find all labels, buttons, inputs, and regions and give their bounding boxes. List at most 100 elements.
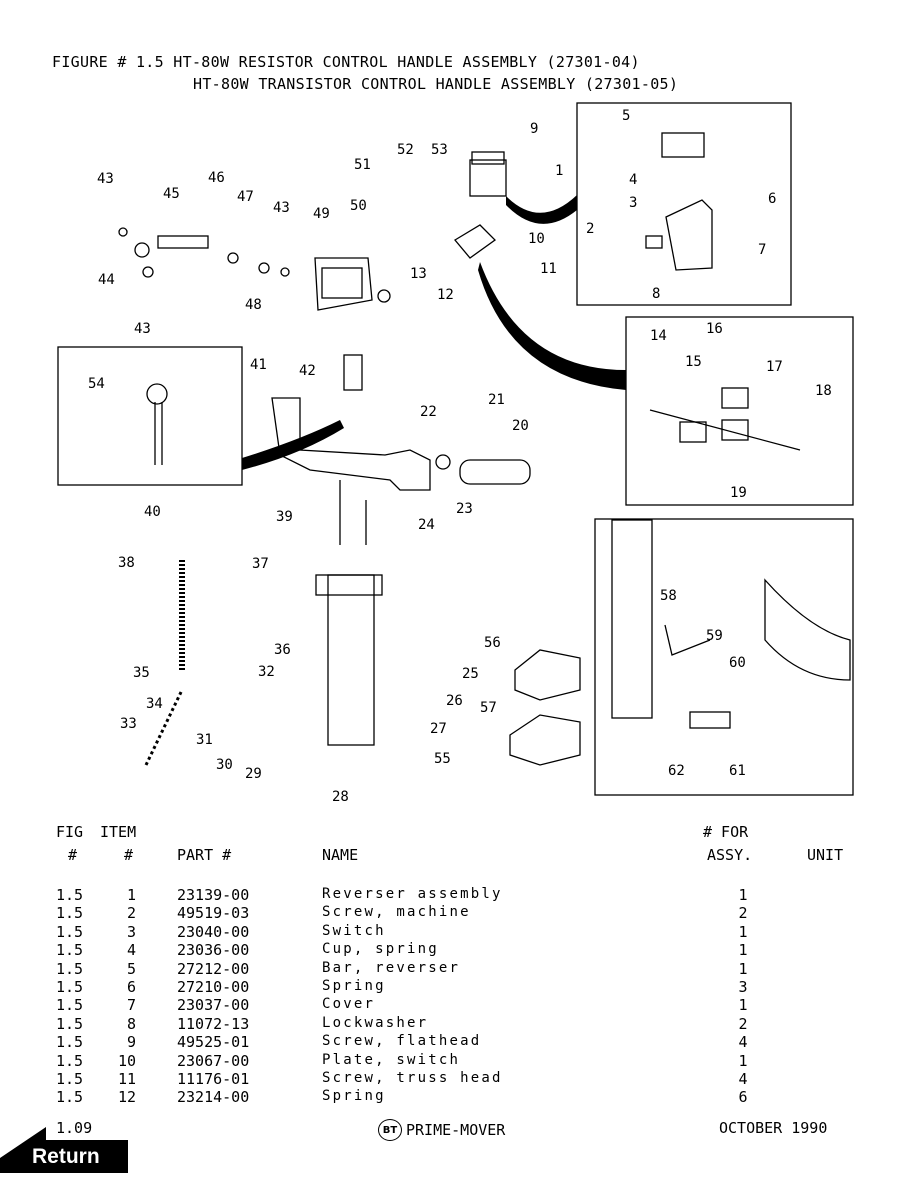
cell-fig: 1.5 <box>56 1088 84 1107</box>
callout: 31 <box>196 732 213 748</box>
callout: 30 <box>216 757 233 773</box>
callout: 43 <box>134 321 151 337</box>
callout: 44 <box>98 272 115 288</box>
callout: 1 <box>555 163 563 179</box>
exploded-parts-diagram: 1 2 3 4 5 6 7 8 9 10 11 12 13 14 15 16 1… <box>57 102 854 805</box>
cell-name: Cup, spring <box>322 941 439 958</box>
cell-fig: 1.5 <box>56 978 84 996</box>
cell-part-number: 49525-01 <box>177 1033 250 1052</box>
callout: 41 <box>250 357 267 373</box>
callout: 2 <box>586 221 594 237</box>
cell-item: 7 <box>126 996 136 1015</box>
callout: 27 <box>430 721 447 737</box>
callout: 14 <box>650 328 667 344</box>
cell-fig: 1.5 <box>56 996 84 1015</box>
inset-box-pot <box>57 346 243 486</box>
col-header-fig-top: FIG <box>56 823 84 841</box>
col-header-item: # <box>124 846 134 864</box>
callout: 7 <box>758 242 766 258</box>
callout: 59 <box>706 628 723 644</box>
cell-qty: 3 <box>738 978 748 996</box>
callout: 25 <box>462 666 479 682</box>
callout: 57 <box>480 700 497 716</box>
cell-item: 11 <box>117 1070 136 1088</box>
cell-part-number: 27212-00 <box>177 959 250 978</box>
callout: 42 <box>299 363 316 379</box>
callout: 8 <box>652 286 660 302</box>
cell-item: 5 <box>126 959 136 978</box>
callout: 36 <box>274 642 291 658</box>
callout: 51 <box>354 157 371 173</box>
callout: 53 <box>431 142 448 158</box>
callout: 43 <box>97 171 114 187</box>
callout: 16 <box>706 321 723 337</box>
cell-fig: 1.5 <box>56 922 84 941</box>
cell-fig: 1.5 <box>56 941 84 960</box>
callout: 28 <box>332 789 349 805</box>
cell-name: Lockwasher <box>322 1014 429 1031</box>
cell-qty: 4 <box>738 1070 748 1088</box>
cell-name: Screw, truss head <box>322 1070 503 1086</box>
page-number: 1.09 <box>56 1119 93 1137</box>
callout: 55 <box>434 751 451 767</box>
callout: 49 <box>313 206 330 222</box>
callout: 3 <box>629 195 637 211</box>
cell-name: Screw, flathead <box>322 1033 482 1050</box>
callout: 54 <box>88 376 105 392</box>
callout: 34 <box>146 696 163 712</box>
cell-fig: 1.5 <box>56 886 84 904</box>
cell-item: 9 <box>126 1033 136 1052</box>
callout: 9 <box>530 121 538 137</box>
callout: 58 <box>660 588 677 604</box>
callout: 40 <box>144 504 161 520</box>
cell-qty: 6 <box>738 1088 748 1107</box>
return-button[interactable]: Return <box>0 1127 128 1173</box>
cell-name: Bar, reverser <box>322 959 461 976</box>
callout: 26 <box>446 693 463 709</box>
cell-name: Spring <box>322 1088 386 1105</box>
callout: 15 <box>685 354 702 370</box>
cell-qty: 1 <box>738 886 748 904</box>
figure-title-line1: FIGURE # 1.5 HT-80W RESISTOR CONTROL HAN… <box>52 53 640 71</box>
callout: 48 <box>245 297 262 313</box>
cell-item: 12 <box>117 1088 136 1107</box>
callout: 46 <box>208 170 225 186</box>
callout: 47 <box>237 189 254 205</box>
cell-part-number: 11176-01 <box>177 1070 250 1088</box>
cell-qty: 1 <box>738 959 748 978</box>
col-header-part: PART # <box>177 846 232 864</box>
return-button-label: Return <box>32 1145 100 1168</box>
cell-name: Switch <box>322 922 386 939</box>
callout: 17 <box>766 359 783 375</box>
cell-fig: 1.5 <box>56 1051 84 1070</box>
cell-qty: 1 <box>738 922 748 941</box>
cell-part-number: 23037-00 <box>177 996 250 1015</box>
brand-logo-icon: BT <box>378 1119 402 1141</box>
cell-fig: 1.5 <box>56 1033 84 1052</box>
cell-name: Plate, switch <box>322 1051 461 1068</box>
cell-part-number: 11072-13 <box>177 1014 250 1033</box>
col-header-name: NAME <box>322 846 359 864</box>
callout: 45 <box>163 186 180 202</box>
callout: 62 <box>668 763 685 779</box>
cell-name: Reverser assembly <box>322 886 503 902</box>
inset-box-chassis <box>594 518 854 796</box>
cell-qty: 4 <box>738 1033 748 1052</box>
callout: 37 <box>252 556 269 572</box>
cell-qty: 2 <box>738 904 748 923</box>
callout: 52 <box>397 142 414 158</box>
callout: 12 <box>437 287 454 303</box>
table-row: 1.5 9 49525-01 Screw, flathead 4 <box>0 1033 903 1051</box>
cell-name: Screw, machine <box>322 904 471 921</box>
col-header-for-top: # FOR <box>703 823 749 841</box>
inset-box-switch <box>625 316 854 506</box>
cell-part-number: 23139-00 <box>177 886 250 904</box>
callout: 32 <box>258 664 275 680</box>
